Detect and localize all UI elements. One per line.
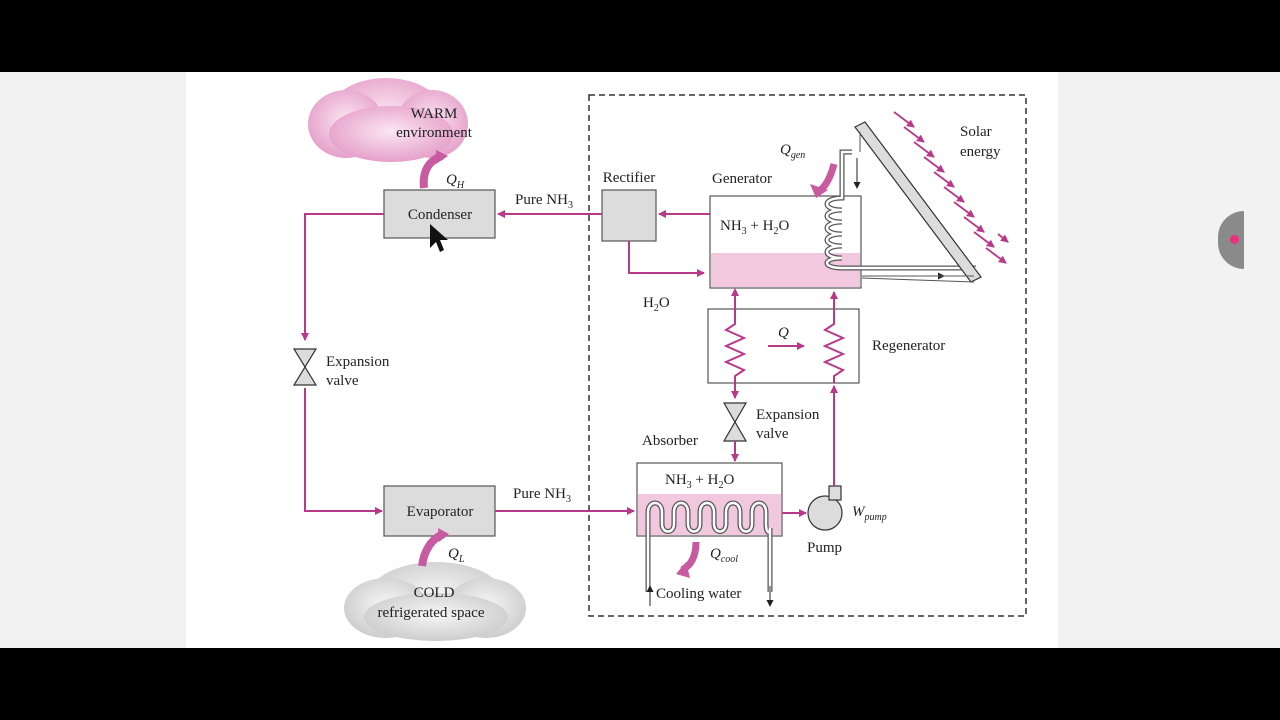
cold-subtitle: refrigerated space	[377, 605, 484, 621]
solar-rays	[893, 111, 1009, 264]
q-gen-label: Qgen	[780, 142, 805, 161]
absorber-label: Absorber	[642, 433, 698, 449]
condenser-label: Condenser	[408, 207, 472, 223]
cold-space-cloud: COLD refrigerated space	[344, 562, 526, 641]
absorber-mixture-label: NH3 + H2O	[665, 472, 734, 491]
expansion-valve-left-icon	[292, 348, 318, 386]
h2o-label: H2O	[643, 295, 670, 314]
mouse-cursor-icon	[430, 224, 448, 252]
h2o-return-line	[628, 241, 705, 277]
solar-label-2: energy	[960, 144, 1001, 160]
expansion-valve-left-label-1: Expansion	[326, 354, 390, 370]
right-margin-panel	[1058, 72, 1280, 648]
generator-label: Generator	[712, 171, 772, 187]
regenerator-label: Regenerator	[872, 338, 945, 354]
diagram-page: WARM environment COLD refrigerated space…	[186, 72, 1058, 648]
regenerator-coil-right	[822, 317, 846, 383]
rectifier-box	[601, 189, 657, 242]
record-dot-icon	[1230, 235, 1239, 244]
warm-environment-cloud: WARM environment	[308, 78, 473, 162]
cold-title: COLD	[414, 585, 455, 601]
pump-icon	[807, 485, 843, 531]
pure-nh3-top-label: Pure NH3	[515, 192, 573, 211]
expansion-valve-left-label-2: valve	[326, 373, 359, 389]
condenser-to-valve-line	[301, 213, 384, 341]
pure-nh3-bottom-label: Pure NH3	[513, 486, 571, 505]
q-regen-label: Q	[778, 325, 789, 341]
absorber-liquid	[638, 494, 781, 535]
absorption-system-boundary	[588, 94, 1027, 617]
condenser-box	[383, 189, 496, 239]
q-h-label: QH	[446, 172, 465, 191]
warm-title: WARM	[411, 106, 458, 122]
valve-to-evaporator-line	[304, 388, 383, 515]
pump-label: Pump	[807, 540, 842, 556]
evaporator-label: Evaporator	[407, 504, 474, 520]
generator-mixture-label: NH3 + H2O	[720, 218, 789, 237]
expansion-valve-right-label-2: valve	[756, 426, 789, 442]
q-l-label: QL	[448, 546, 465, 565]
cooling-water-label: Cooling water	[656, 586, 741, 602]
warm-subtitle: environment	[396, 125, 473, 141]
solar-label-1: Solar	[960, 124, 992, 140]
solar-collector	[854, 121, 982, 283]
expansion-valve-right-label-1: Expansion	[756, 407, 820, 423]
q-cool-label: Qcool	[710, 546, 738, 565]
rectifier-label: Rectifier	[603, 170, 655, 186]
absorption-refrigeration-diagram: WARM environment COLD refrigerated space…	[292, 78, 1027, 641]
w-pump-label: Wpump	[852, 504, 887, 523]
regenerator-coil-left	[723, 317, 747, 383]
left-margin-panel	[0, 72, 186, 648]
expansion-valve-right-icon	[722, 402, 748, 442]
